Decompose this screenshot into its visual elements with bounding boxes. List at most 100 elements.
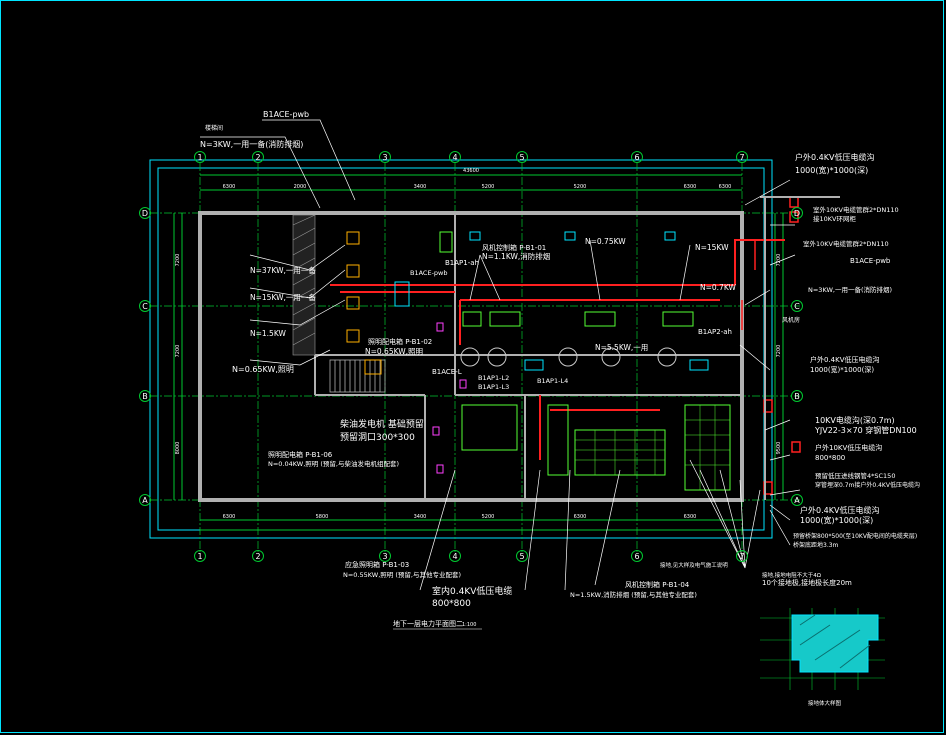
label-n15kw-r: N=15KW <box>695 243 729 252</box>
axis-bubble-row-D: D <box>791 207 803 219</box>
label-r-1000-2: 1000(宽)*1000(深) <box>810 365 874 374</box>
label-n0-04kw: N=0.04KW,照明 (预留,与柴油发电机组配套) <box>268 459 399 468</box>
dim-top-2: 3400 <box>414 184 427 190</box>
axis-label-col-1: 1 <box>197 153 202 162</box>
shaft-hatch <box>292 214 316 356</box>
dim-total: 43600 <box>463 168 479 174</box>
inner-walls <box>314 213 742 500</box>
right-wall <box>760 196 840 500</box>
label-b1ap-l4: B1AP1-L4 <box>537 377 568 385</box>
stair <box>329 359 386 393</box>
label-b1ap2: B1AP2-ah <box>698 328 732 336</box>
label-r-04kv-top: 户外0.4KV低压电缆沟 <box>795 152 874 162</box>
label-b1ace-l: B1ACE-L <box>432 368 462 376</box>
axis-bubble-col-5: 5 <box>516 151 528 163</box>
label-b1ace-right: B1ACE-pwb <box>850 257 891 265</box>
label-r-10kv-cable: 10KV电缆沟(深0.7m) <box>815 415 895 425</box>
label-r-04kv-2: 户外0.4KV低压电缆沟 <box>810 355 880 364</box>
label-r-bridge2: 桥架底距地3.3m <box>793 541 839 549</box>
label-n37kw: N=37KW,一用一备 <box>250 265 316 275</box>
label-n1-1kw: N=1.1KW,消防排烟 <box>482 251 550 261</box>
axis-label-row-D: D <box>142 209 148 218</box>
axis-bubble-col-4: 4 <box>449 550 461 562</box>
axis-bubble-col-1: 1 <box>194 151 206 163</box>
label-n1-5kw-b: N=1.5KW,消防排烟 (预留,与其他专业配套) <box>570 590 697 599</box>
dim-right-2: 9500 <box>776 442 782 455</box>
axis-bubble-col-4: 4 <box>449 151 461 163</box>
label-n0-65kw: N=0.65KW,照明 <box>232 365 294 374</box>
axis-label-col-5: 5 <box>519 552 524 561</box>
dim-right-0: 7200 <box>776 254 782 267</box>
power-feeders <box>330 239 785 460</box>
axis-label-col-6: 6 <box>634 552 639 561</box>
dim-top-0: 6300 <box>223 184 236 190</box>
dim-bottom-5: 6300 <box>684 514 697 520</box>
label-n5-5kw: N=5.5KW,一用 <box>595 343 648 352</box>
axis-bubble-row-C: C <box>139 300 151 312</box>
axis-label-col-7: 7 <box>739 552 744 561</box>
axis-label-col-2: 2 <box>255 552 260 561</box>
label-r-04kv-3: 户外0.4KV低压电缆沟 <box>800 505 879 515</box>
axis-bubble-col-7: 7 <box>736 550 748 562</box>
axis-bubble-col-6: 6 <box>631 151 643 163</box>
axis-label-row-B: B <box>794 392 800 401</box>
label-p-b1-01: 风机控制箱 P-B1-01 <box>482 243 546 252</box>
label-duct-size: 预留洞口300*300 <box>340 431 415 443</box>
axis-label-col-5: 5 <box>519 153 524 162</box>
label-p-b1-04: 风机控制箱 P-B1-04 <box>625 580 690 589</box>
label-b1ap-l2: B1AP1-L2 <box>478 374 509 382</box>
building-walls <box>198 211 744 502</box>
dim-bottom-4: 6300 <box>574 514 587 520</box>
dim-top-4: 5200 <box>574 184 587 190</box>
fan-symbols <box>460 347 677 367</box>
label-r-800: 800*800 <box>815 454 845 462</box>
axis-label-col-4: 4 <box>452 552 457 561</box>
label-b1ap-l3: B1AP1-L3 <box>478 383 509 391</box>
dim-bottom-0: 6300 <box>223 514 236 520</box>
label-n0-55kw: N=0.55KW,照明 (预留,与其他专业配套) <box>343 570 461 579</box>
dim-top-3: 5200 <box>482 184 495 190</box>
label-n0-75kw: N=0.75KW <box>585 237 626 246</box>
axis-bubble-col-1: 1 <box>194 550 206 562</box>
drawing-scale: 1:100 <box>462 622 476 628</box>
axis-gridlines <box>150 163 800 552</box>
label-r-sc150: 预留低压进线钢管4*SC150 <box>815 471 895 480</box>
axis-bubble-row-B: B <box>791 390 803 402</box>
label-r-n3kw: N=3KW,一用一备(消防排烟) <box>808 285 892 294</box>
axis-label-col-4: 4 <box>452 153 457 162</box>
label-r-ground2: 接地,接地电阻不大于4Ω <box>762 571 821 579</box>
dimension-lines <box>173 174 784 531</box>
label-stair-note: 楼梯间 <box>205 124 223 132</box>
axis-bubble-row-A: A <box>791 494 803 506</box>
axis-label-col-1: 1 <box>197 552 202 561</box>
label-b1ap1: B1AP1-ah <box>445 259 479 267</box>
label-r-10kv-2: 接10KV环网柜 <box>813 214 856 223</box>
axis-label-row-C: C <box>142 302 148 311</box>
dim-left-2: 8000 <box>175 442 181 455</box>
axis-label-col-3: 3 <box>382 153 387 162</box>
label-r-10kv-3: 室外10KV电缆管群2*DN110 <box>803 239 889 248</box>
axis-bubble-row-C: C <box>791 300 803 312</box>
label-duct-title: 柴油发电机 基础预留 <box>340 418 424 430</box>
label-b1ace-pwb-top: B1ACE-pwb <box>263 110 309 119</box>
axis-label-col-6: 6 <box>634 153 639 162</box>
cyan-fixtures <box>394 231 709 371</box>
switchgear-rows <box>575 405 730 490</box>
right-cable-markers <box>741 196 801 495</box>
label-p-b1-06: 照明配电箱 P-B1-06 <box>268 450 333 459</box>
dim-bottom-3: 5200 <box>482 514 495 520</box>
drawing-title: 地下一层电力平面图二 <box>393 619 463 628</box>
label-lv-size: 800*800 <box>432 599 471 609</box>
axis-bubble-col-7: 7 <box>736 151 748 163</box>
axis-bubble-row-B: B <box>139 390 151 402</box>
label-r-1000-3: 1000(宽)*1000(深) <box>800 515 873 525</box>
axis-label-col-2: 2 <box>255 153 260 162</box>
dim-right-1: 7200 <box>776 345 782 358</box>
axis-label-col-3: 3 <box>382 552 387 561</box>
axis-bubble-col-2: 2 <box>252 151 264 163</box>
grounding-detail <box>760 608 885 690</box>
label-n3kw-top: N=3KW,一用一备(消防排烟) <box>200 139 303 149</box>
